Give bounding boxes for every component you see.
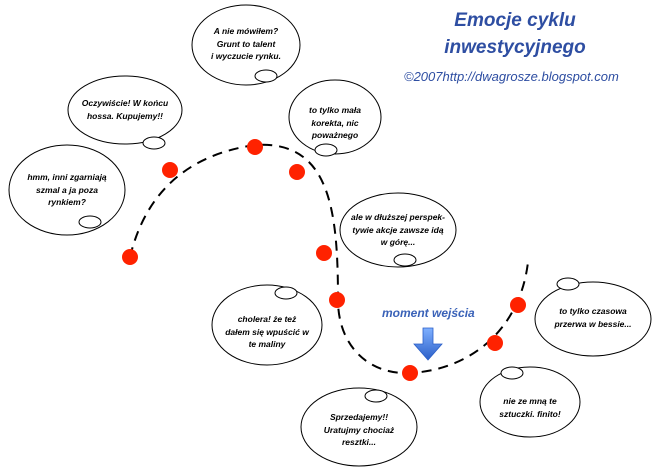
thought-bubble-2 — [67, 75, 183, 150]
cycle-point-7 — [402, 365, 418, 381]
copyright-credit: ©2007http://dwagrosze.blogspot.com — [404, 69, 619, 84]
thought-bubble-7 — [300, 387, 418, 467]
bubble-1-text: hmm, inni zgarniają szmal a ja poza rynk… — [27, 172, 107, 207]
bubble-3-text: A nie mówiłem? Grunt to talent i wyczuci… — [211, 26, 281, 61]
thought-bubble-6 — [211, 284, 323, 366]
bubble-6-text: cholera! że też dałem się wpuścić w te m… — [225, 314, 309, 349]
cycle-point-6 — [329, 292, 345, 308]
thought-bubble-1 — [8, 144, 126, 236]
arrow-down-icon — [413, 327, 443, 361]
bubble-4-text: to tylko mała korekta, nic poważnego — [309, 105, 361, 140]
thought-bubble-4 — [288, 79, 382, 157]
bubble-8-text: nie ze mną te sztuczki. finito! — [499, 396, 561, 419]
bubble-9-text: to tylko czasowa przerwa w bessie... — [554, 306, 632, 329]
cycle-curve — [129, 143, 529, 375]
diagram-title-line-2: inwestycyjnego — [444, 37, 586, 58]
cycle-point-5 — [316, 245, 332, 261]
thought-bubble-3 — [191, 4, 301, 86]
diagram-title-line-1: Emocje cyklu — [454, 10, 576, 31]
thought-bubble-9 — [534, 277, 652, 357]
bubble-7-text: Sprzedajemy!! Uratujmy chociaż resztki..… — [323, 412, 395, 447]
thought-bubble-5 — [339, 192, 457, 268]
cycle-point-3 — [247, 139, 263, 155]
bubble-5-text: ale w dłuższej perspek- tywie akcje zaws… — [350, 212, 445, 247]
cycle-point-2 — [162, 162, 178, 178]
cycle-point-4 — [289, 164, 305, 180]
cycle-point-1 — [122, 249, 138, 265]
entry-moment-label: moment wejścia — [382, 306, 475, 320]
cycle-point-8 — [487, 335, 503, 351]
cycle-point-9 — [510, 297, 526, 313]
thought-bubble-8 — [479, 366, 581, 438]
bubble-2-text: Oczywiście! W końcu hossa. Kupujemy!! — [81, 98, 169, 121]
